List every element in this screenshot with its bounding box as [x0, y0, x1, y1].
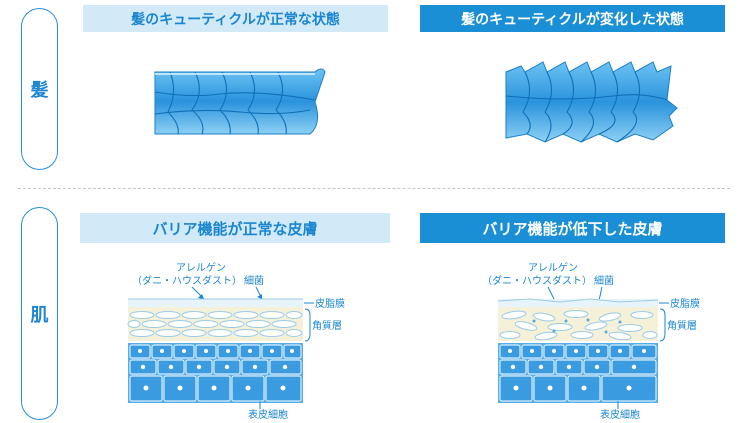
hair-changed-illustration: [505, 61, 678, 143]
stratum-corneum-label: 角質層: [667, 319, 697, 332]
hair-normal-illustration: [154, 68, 326, 135]
stratum-corneum-label: 角質層: [312, 319, 342, 332]
epidermal-cells-label: 表皮細胞: [248, 408, 288, 421]
skin-reduced-illustration: アレルゲン （ダニ・ハウスダスト） 細菌 皮脂膜 角質層 表皮細胞: [482, 262, 700, 421]
allergen-label-1: アレルゲン: [528, 262, 578, 274]
bacteria-label: 細菌: [244, 274, 264, 287]
allergen-label-1: アレルゲン: [176, 262, 226, 274]
allergen-label-2: （ダニ・ハウスダスト）: [482, 274, 592, 287]
header-skin-reduced: バリア機能が低下した皮膚: [420, 213, 725, 243]
allergen-label-2: （ダニ・ハウスダスト）: [132, 274, 242, 287]
skin-label-text: 肌: [30, 304, 49, 326]
header-hair-normal: 髪のキューティクルが正常な状態: [83, 5, 388, 32]
skin-normal-illustration: アレルゲン （ダニ・ハウスダスト） 細菌 皮脂膜 角質層 表皮細胞: [127, 262, 345, 421]
sebum-label: 皮脂膜: [315, 297, 345, 310]
header-hair-changed: 髪のキューティクルが変化した状態: [420, 5, 725, 32]
sebum-label: 皮脂膜: [670, 297, 700, 310]
section-divider: [18, 188, 730, 189]
header-skin-normal: バリア機能が正常な皮膚: [80, 213, 390, 243]
skin-side-label: 肌: [21, 207, 58, 420]
epidermal-cells-label: 表皮細胞: [600, 408, 640, 421]
hair-label-text: 髪: [30, 80, 49, 101]
bacteria-label: 細菌: [594, 274, 614, 287]
hair-side-label: 髪: [21, 8, 58, 170]
